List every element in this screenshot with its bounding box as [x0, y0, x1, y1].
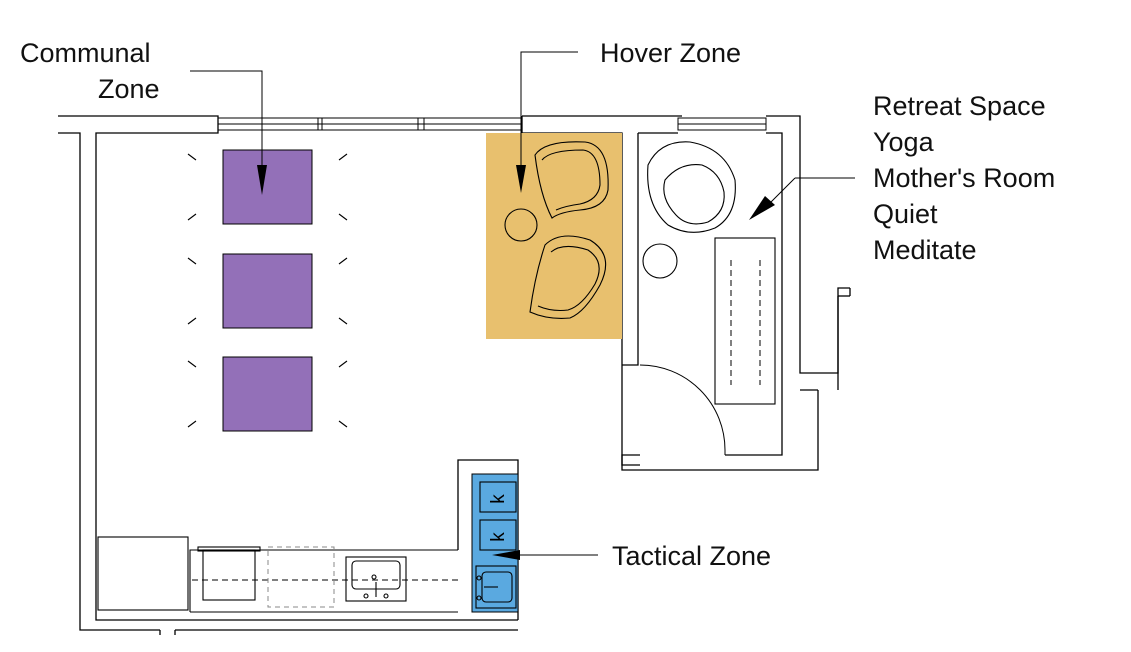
communal-zone-label-line2: Zone: [98, 74, 160, 104]
retreat-side-table: [642, 243, 678, 279]
chair-right-legs: [338, 360, 348, 428]
communal-table: [222, 253, 313, 329]
side-table-round: [504, 208, 538, 242]
chair-left-legs: [187, 360, 197, 428]
chair-right-legs: [338, 153, 348, 221]
chair-right-legs: [338, 257, 348, 325]
communal-zone-label-line1: Communal: [20, 38, 151, 68]
leader-retreat: [749, 177, 855, 220]
retreat-label-0: Retreat Space: [873, 91, 1046, 121]
leader-communal: [190, 70, 267, 195]
retreat-label-2: Mother's Room: [873, 163, 1055, 193]
tactical-counter: k k: [457, 459, 519, 620]
leader-hover: [516, 51, 578, 193]
hover-zone-area: [486, 133, 622, 339]
sink-icon: [345, 556, 407, 602]
communal-table-set: [187, 149, 348, 225]
yoga-mat: [714, 237, 776, 405]
lounge-chair-top: [534, 141, 609, 219]
lounge-chair-bottom: [529, 235, 607, 319]
tactical-sink-icon: [475, 565, 517, 609]
retreat-chair: [647, 141, 736, 233]
communal-tables: [187, 149, 348, 432]
tactical-zone-label: Tactical Zone: [612, 541, 771, 571]
hover-zone-label: Hover Zone: [600, 38, 741, 68]
kitchen-counter: [97, 536, 458, 613]
communal-table: [222, 149, 313, 225]
communal-table-set: [187, 253, 348, 329]
cooktop-k-icon: k: [488, 494, 509, 504]
communal-table-set: [187, 356, 348, 432]
cooktop-k-icon: k: [488, 532, 509, 542]
retreat-label-1: Yoga: [873, 127, 935, 157]
communal-table: [222, 356, 313, 432]
chair-left-legs: [187, 257, 197, 325]
leader-tactical: [492, 550, 598, 560]
chair-left-legs: [187, 153, 197, 221]
retreat-label-4: Meditate: [873, 235, 977, 265]
retreat-label-3: Quiet: [873, 199, 938, 229]
